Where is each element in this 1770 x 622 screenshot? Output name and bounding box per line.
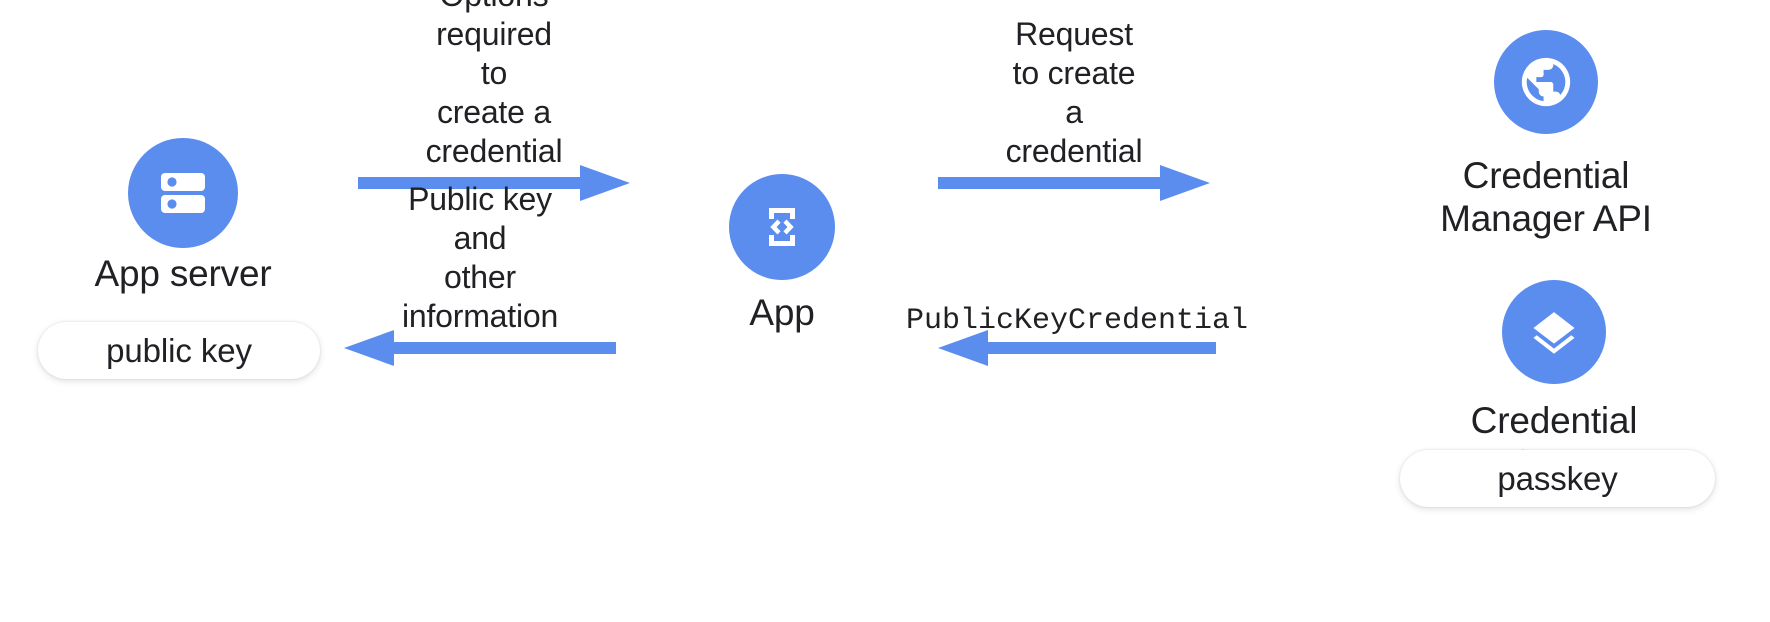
- node-credential-manager-api: [1494, 30, 1598, 134]
- arrow-left-icon: [938, 330, 1216, 366]
- node-app: [729, 174, 835, 280]
- layers-icon: [1502, 280, 1606, 384]
- globe-icon: [1494, 30, 1598, 134]
- pill-public-key: public key: [38, 322, 320, 379]
- flow-public-key-credential-label: PublicKeyCredential: [905, 304, 1249, 339]
- label-credential-manager-api: Credential Manager API: [1440, 155, 1652, 239]
- node-credential-store: [1502, 280, 1606, 384]
- arrow-left-icon: [344, 330, 616, 366]
- label-app-server: App server: [94, 253, 272, 294]
- server-icon: [128, 138, 238, 248]
- flow-request-to-create: Request to create a credential: [938, 16, 1210, 205]
- flow-public-key-credential: PublicKeyCredential: [906, 290, 1248, 370]
- flow-options-required: Options required to create a credential: [358, 0, 630, 205]
- app-code-phone-icon: [729, 174, 835, 280]
- arrow-right-icon: [938, 165, 1210, 201]
- arrow-right-icon: [358, 165, 630, 201]
- label-app: App: [749, 292, 815, 333]
- flow-request-to-create-label: Request to create a credential: [1005, 15, 1143, 169]
- node-app-server: [128, 138, 238, 248]
- flow-public-key-and-other-information-label: Public key and other information: [401, 180, 559, 334]
- flow-public-key-and-other-information: Public key and other information: [344, 181, 616, 370]
- pill-passkey: passkey: [1400, 450, 1715, 507]
- flow-options-required-label: Options required to create a credential: [425, 0, 563, 169]
